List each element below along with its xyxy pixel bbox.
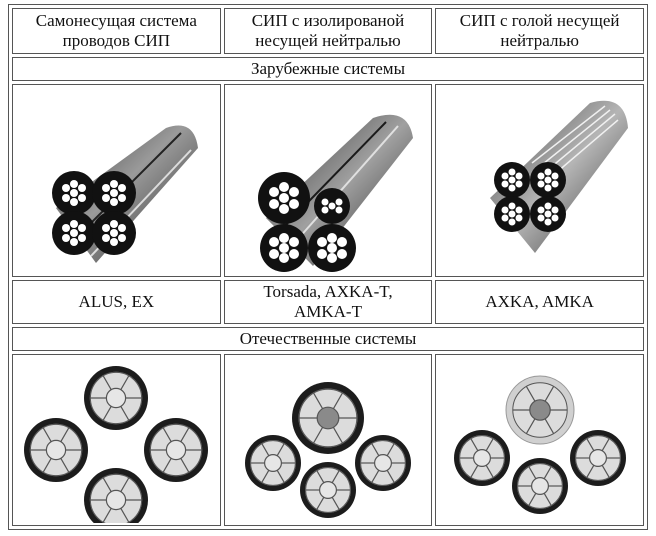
phase-conductor-right (569, 429, 626, 486)
phase-conductor-left (453, 429, 510, 486)
twisted-4-insulated-cable-illustration (52, 125, 199, 263)
foreign-image-cell-1 (12, 84, 221, 277)
foreign-image-cell-2 (223, 84, 433, 277)
phase-conductor-bottom (299, 461, 356, 518)
foreign-name-cell-2: Torsada, AXKA-T, AMKA-T (223, 280, 433, 324)
phase-conductor-left (24, 417, 89, 482)
domestic-section-title: Отечественные системы (12, 327, 644, 351)
foreign-image-row (12, 84, 644, 277)
foreign-image-cell-3 (435, 84, 644, 277)
phase-conductor-bottom (84, 467, 149, 523)
header-insulated-neutral: СИП с изолированой несущей нейтралью (251, 11, 405, 50)
cross-section-4-phase-illustration (24, 365, 209, 523)
cross-section-insulated-neutral-illustration (244, 381, 411, 518)
domestic-image-cell-3 (435, 354, 644, 526)
phase-conductor-right (354, 434, 411, 491)
foreign-name-3: AXKA, AMKA (485, 292, 594, 311)
header-row: Самонесущая система проводов СИП СИП с и… (12, 8, 644, 54)
conductor-ends (257, 172, 356, 272)
foreign-section-title: Зарубежные системы (12, 57, 644, 81)
foreign-name-cell-1: ALUS, EX (12, 280, 221, 324)
header-cell-self-supporting: Самонесущая система проводов СИП (12, 8, 221, 54)
sip-comparison-table: Самонесущая система проводов СИП СИП с и… (8, 4, 648, 530)
cross-section-bare-neutral-illustration (453, 375, 626, 514)
header-self-supporting: Самонесущая система проводов СИП (35, 11, 197, 50)
twisted-insulated-neutral-cable-illustration (257, 114, 413, 272)
phase-conductor-left (244, 434, 301, 491)
phase-conductor-bottom (511, 457, 568, 514)
phase-conductor-top (84, 365, 149, 430)
domestic-section-row: Отечественные системы (12, 327, 644, 351)
domestic-image-cell-2 (223, 354, 433, 526)
bare-neutral-conductor (505, 375, 575, 444)
foreign-section-row: Зарубежные системы (12, 57, 644, 81)
insulated-neutral-conductor (291, 381, 364, 454)
header-cell-bare-neutral: СИП с голой несущей нейтралью (435, 8, 644, 54)
domestic-image-row (12, 354, 644, 526)
foreign-name-2: Torsada, AXKA-T, AMKA-T (263, 282, 393, 321)
foreign-name-cell-3: AXKA, AMKA (435, 280, 644, 324)
conductor-ends (52, 171, 137, 255)
foreign-name-1: ALUS, EX (78, 292, 155, 311)
header-cell-insulated-neutral: СИП с изолированой несущей нейтралью (223, 8, 433, 54)
foreign-names-row: ALUS, EX Torsada, AXKA-T, AMKA-T AXKA, A… (12, 280, 644, 324)
twisted-bare-neutral-cable-illustration (489, 100, 628, 254)
phase-conductor-right (144, 417, 209, 482)
header-bare-neutral: СИП с голой несущей нейтралью (459, 11, 620, 50)
conductor-ends (493, 162, 566, 232)
domestic-image-cell-1 (12, 354, 221, 526)
